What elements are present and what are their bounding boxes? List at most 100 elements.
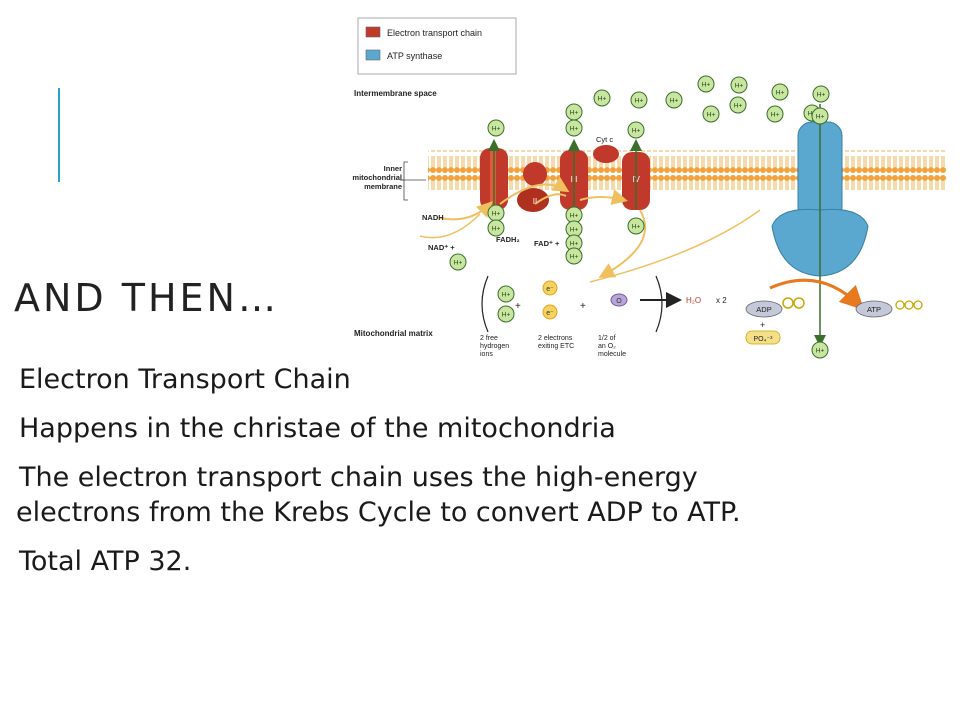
- h-ion: H+: [565, 247, 583, 265]
- h-ion: H+: [812, 85, 830, 103]
- svg-text:e⁻: e⁻: [546, 310, 554, 317]
- svg-text:H+: H+: [598, 96, 607, 103]
- svg-text:e⁻: e⁻: [546, 286, 554, 293]
- svg-text:H+: H+: [570, 241, 579, 248]
- svg-text:ADP: ADP: [756, 305, 771, 314]
- h-ion: H+: [729, 96, 747, 114]
- h-ion: H+: [811, 107, 829, 125]
- svg-text:H+: H+: [492, 226, 501, 233]
- electron-star-2: e⁻: [542, 304, 558, 320]
- nad-label: NAD⁺ +: [428, 243, 455, 252]
- legend-swatch-atp-synthase: [365, 49, 381, 61]
- svg-text:H+: H+: [502, 292, 511, 299]
- svg-text:H+: H+: [771, 112, 780, 119]
- svg-text:H+: H+: [454, 260, 463, 267]
- adp-plus: +: [760, 320, 765, 330]
- fadh2-label: FADH₂: [496, 235, 520, 244]
- phosphate: PO₄⁻³: [745, 330, 781, 345]
- legend-o2-3: molecule: [598, 351, 626, 358]
- h-ion: H+: [630, 91, 648, 109]
- matrix-label: Mitochondrial matrix: [354, 329, 433, 338]
- svg-text:H+: H+: [492, 211, 501, 218]
- legend-electrons-2: exiting ETC: [538, 343, 574, 350]
- h-ion: H+: [702, 105, 720, 123]
- eq-plus-2: +: [580, 301, 586, 312]
- bullet-location: Happens in the christae of the mitochond…: [19, 413, 616, 444]
- h-ion: H+: [449, 253, 467, 271]
- svg-text:H+: H+: [735, 83, 744, 90]
- legend-o2-1: 1/2 of: [598, 335, 616, 342]
- h-ion: H+: [697, 75, 715, 93]
- h-ion: H+: [497, 305, 515, 323]
- h-ion: H+: [565, 119, 583, 137]
- cytochrome-c: Cyt c: [593, 135, 619, 163]
- bullet-total-atp: Total ATP 32.: [19, 546, 192, 577]
- h-ion: H+: [593, 89, 611, 107]
- bullet-etc: Electron Transport Chain: [19, 364, 351, 395]
- svg-text:H+: H+: [776, 90, 785, 97]
- inner-membrane-label-1: Inner: [384, 164, 402, 173]
- svg-text:H+: H+: [570, 227, 579, 234]
- complex-ii-label: II: [533, 197, 537, 206]
- svg-text:O: O: [616, 298, 622, 305]
- svg-text:H+: H+: [816, 348, 825, 355]
- inner-membrane-label-3: membrane: [364, 182, 402, 191]
- svg-text:ATP: ATP: [867, 305, 881, 314]
- svg-text:H+: H+: [702, 82, 711, 89]
- svg-text:H+: H+: [502, 312, 511, 319]
- h-ion: H+: [771, 83, 789, 101]
- svg-text:H+: H+: [632, 128, 641, 135]
- svg-text:H+: H+: [570, 254, 579, 261]
- svg-text:H+: H+: [707, 112, 716, 119]
- legend-etc: Electron transport chain: [387, 28, 482, 38]
- svg-text:H+: H+: [570, 126, 579, 133]
- inner-membrane: [428, 150, 946, 190]
- h-ion: H+: [627, 121, 645, 139]
- fad-label: FAD⁺ +: [534, 239, 560, 248]
- h-ion: H+: [665, 91, 683, 109]
- svg-text:H+: H+: [670, 98, 679, 105]
- h-ion: H+: [565, 103, 583, 121]
- h-ion: H+: [730, 76, 748, 94]
- legend-free-h-2: hydrogen: [480, 343, 509, 350]
- svg-text:H+: H+: [570, 213, 579, 220]
- svg-text:H+: H+: [632, 224, 641, 231]
- legend-free-h-1: 2 free: [480, 335, 498, 342]
- legend-free-h-3: ions: [480, 351, 493, 358]
- h-ion: H+: [811, 341, 829, 359]
- times-two-label: x 2: [716, 296, 727, 305]
- svg-text:H+: H+: [570, 110, 579, 117]
- svg-text:H+: H+: [816, 114, 825, 121]
- inner-membrane-label-2: mitochondrial: [352, 173, 402, 182]
- bullet-description: The electron transport chain uses the hi…: [16, 462, 741, 528]
- h-ion: H+: [487, 219, 505, 237]
- electron-star-1: e⁻: [542, 280, 558, 296]
- water-label: H₂O: [686, 296, 701, 305]
- svg-text:PO₄⁻³: PO₄⁻³: [754, 336, 774, 343]
- intermembrane-label: Intermembrane space: [354, 89, 437, 98]
- etc-diagram: Electron transport chain ATP synthase In…: [352, 17, 946, 359]
- h-ion: H+: [627, 217, 645, 235]
- slide-body: Electron Transport Chain Happens in the …: [16, 362, 776, 593]
- proton-group: H+ H+ H+ H+ H+ H+ H+ H+ H+ H+ H+ H+ H+ H+ H+ H+ H+ H+ H+ H+…: [449, 75, 830, 359]
- legend-box: [357, 17, 517, 75]
- slide-title: AND THEN…: [14, 276, 279, 320]
- h-ion: H+: [766, 105, 784, 123]
- h-ion: H+: [487, 119, 505, 137]
- oxygen-atom: O: [610, 293, 628, 307]
- adp-molecule: ADP: [745, 297, 805, 318]
- atp-molecule: ATP: [855, 300, 923, 318]
- legend-o2-2: an O₂: [598, 343, 616, 350]
- legend-atp-synthase: ATP synthase: [387, 51, 442, 61]
- h-ion: H+: [497, 285, 515, 303]
- svg-text:H+: H+: [734, 103, 743, 110]
- eq-plus-1: +: [515, 301, 521, 312]
- accent-bar: [58, 88, 60, 182]
- svg-text:H+: H+: [817, 92, 826, 99]
- legend-electrons-1: 2 electrons: [538, 335, 573, 342]
- h-ion: H+: [565, 206, 583, 224]
- svg-text:H+: H+: [635, 98, 644, 105]
- legend-swatch-etc: [365, 26, 381, 38]
- complex-ii: II: [517, 162, 549, 212]
- h-ion: H+: [487, 204, 505, 222]
